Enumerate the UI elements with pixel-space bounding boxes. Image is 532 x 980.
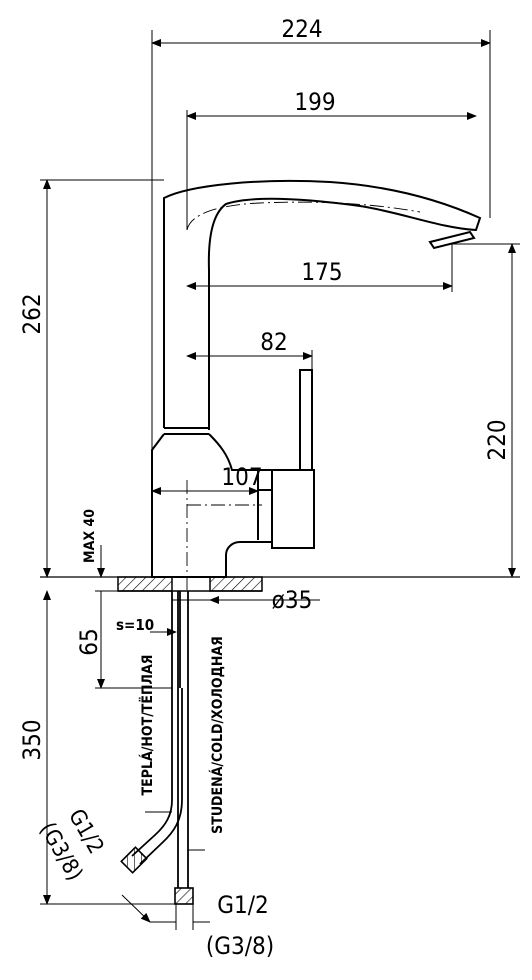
- thread-bottom-alt-label: (G3/8): [206, 932, 274, 960]
- countertop: [40, 576, 520, 592]
- dim-220: 220: [483, 419, 511, 460]
- lever: [299, 369, 313, 471]
- dim-175: 175: [301, 258, 342, 286]
- spout: [163, 179, 482, 430]
- cold-hose-label: STUDENÁ/COLD/ХОЛОДНАЯ: [209, 636, 226, 834]
- hose-labels: TEPLÁ/HOT/ТЁПЛАЯ STUDENÁ/COLD/ХОЛОДНАЯ G…: [34, 636, 274, 960]
- faucet-outline: [151, 179, 482, 578]
- mixer-body: [151, 433, 273, 578]
- thread-bottom-label: G1/2: [217, 891, 268, 919]
- dim-diameter-35: ø35: [272, 586, 313, 614]
- dim-wall-thickness: s=10: [116, 616, 154, 634]
- dim-199: 199: [294, 88, 335, 116]
- aerator: [428, 230, 476, 250]
- dim-max40: MAX 40: [82, 509, 98, 563]
- hoses: [131, 591, 189, 888]
- dim-82: 82: [260, 328, 287, 356]
- dim-350: 350: [18, 719, 46, 760]
- dim-262: 262: [18, 293, 46, 334]
- dim-65: 65: [75, 628, 103, 655]
- dimension-labels: 224 199 175 82 107 262 220 MAX 40 ø35 65…: [18, 15, 511, 761]
- center-lines: [186, 201, 421, 590]
- dim-107: 107: [221, 463, 262, 491]
- fittings: [120, 846, 194, 905]
- dim-224: 224: [281, 15, 322, 43]
- hot-hose-label: TEPLÁ/HOT/ТЁПЛАЯ: [139, 655, 156, 796]
- dimension-lines: [40, 30, 520, 930]
- lever-joint: [257, 469, 315, 549]
